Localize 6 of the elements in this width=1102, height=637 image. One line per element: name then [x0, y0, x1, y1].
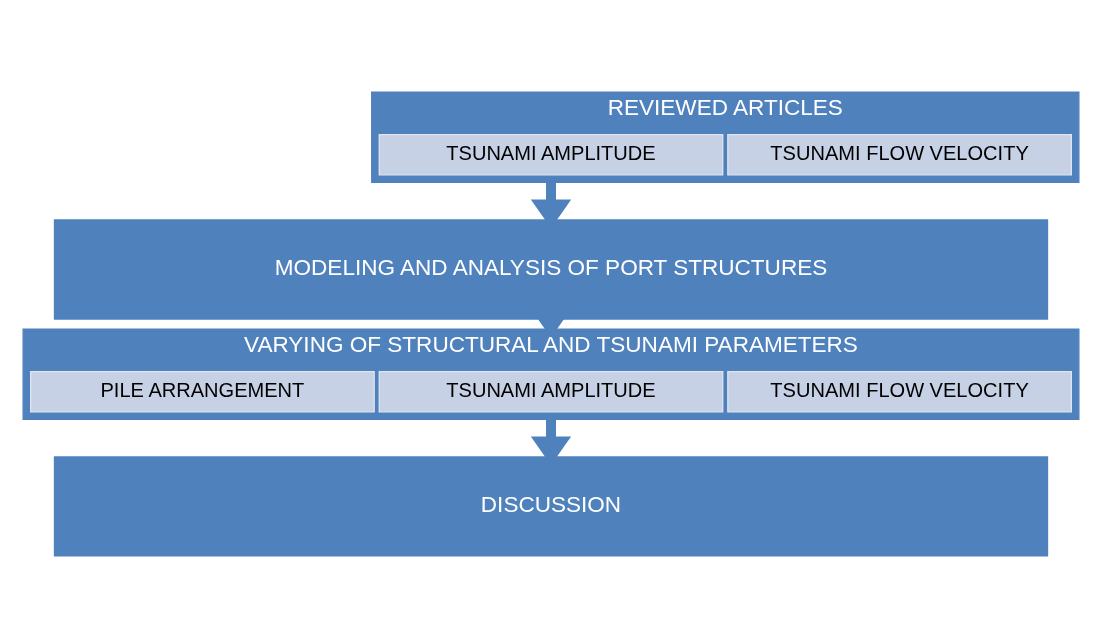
node-box: PILE ARRANGEMENT [30, 370, 375, 412]
node-box: TSUNAMI FLOW VELOCITY [727, 133, 1072, 175]
node-box: TSUNAMI AMPLITUDE [378, 370, 724, 412]
node-box: DISCUSSION [53, 455, 1049, 557]
node-box: TSUNAMI FLOW VELOCITY [727, 370, 1072, 412]
node-box: TSUNAMI AMPLITUDE [378, 133, 724, 175]
